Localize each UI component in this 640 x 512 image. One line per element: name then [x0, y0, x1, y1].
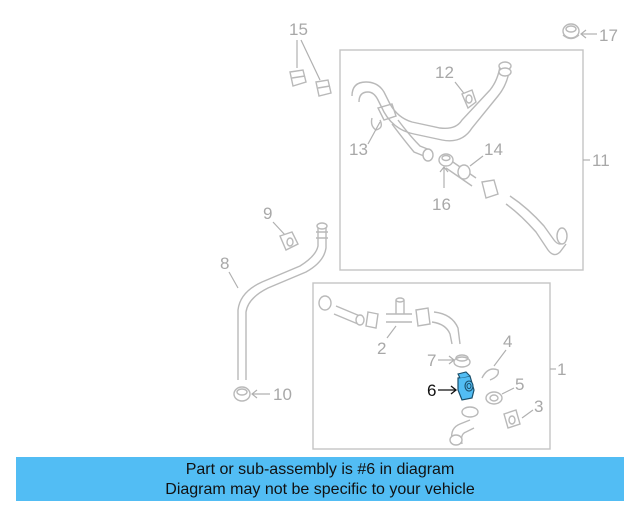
callout-12: 12 [435, 63, 454, 82]
callout-1: 1 [557, 360, 566, 379]
part-11-hose-assembly[interactable] [351, 61, 568, 256]
callout-7: 7 [427, 351, 436, 370]
part-9-connector[interactable] [279, 231, 299, 251]
callout-10: 10 [273, 385, 292, 404]
callout-17: 17 [599, 26, 618, 45]
part-3-sensor[interactable] [503, 409, 521, 429]
part-16-clamp[interactable] [438, 153, 454, 167]
part-5-gasket[interactable] [485, 391, 503, 405]
part-4-clip[interactable] [481, 368, 500, 381]
callout-3: 3 [534, 397, 543, 416]
part-lower-elbow[interactable] [449, 406, 479, 446]
callout-13: 13 [349, 140, 368, 159]
assembly-box-upper [339, 49, 584, 271]
part-6-thermostat-housing[interactable] [457, 371, 475, 401]
part-10-clamp[interactable] [233, 386, 251, 402]
callout-6: 6 [427, 381, 436, 400]
callout-2: 2 [377, 339, 386, 358]
part-2-pipe-assembly[interactable] [318, 295, 461, 345]
assembly-box-lower [312, 282, 551, 450]
banner-line-1: Part or sub-assembly is #6 in diagram [185, 461, 455, 478]
banner-line-2: Diagram may not be specific to your vehi… [165, 481, 475, 498]
callout-5: 5 [515, 375, 524, 394]
callout-9: 9 [263, 204, 272, 223]
callout-11: 11 [592, 151, 610, 170]
part-15-clamp-b[interactable] [315, 79, 332, 97]
info-banner: Part or sub-assembly is #6 in diagram Di… [16, 457, 624, 501]
callout-15: 15 [289, 20, 308, 39]
part-17-clamp[interactable] [562, 23, 580, 40]
callout-4: 4 [503, 332, 512, 351]
part-7-cap[interactable] [453, 354, 471, 368]
part-15-clamp-a[interactable] [289, 69, 307, 87]
part-12-connector[interactable] [461, 89, 477, 110]
callout-14: 14 [484, 140, 503, 159]
callout-16: 16 [432, 195, 451, 214]
part-8-hose[interactable] [237, 222, 328, 380]
callout-8: 8 [220, 254, 229, 273]
